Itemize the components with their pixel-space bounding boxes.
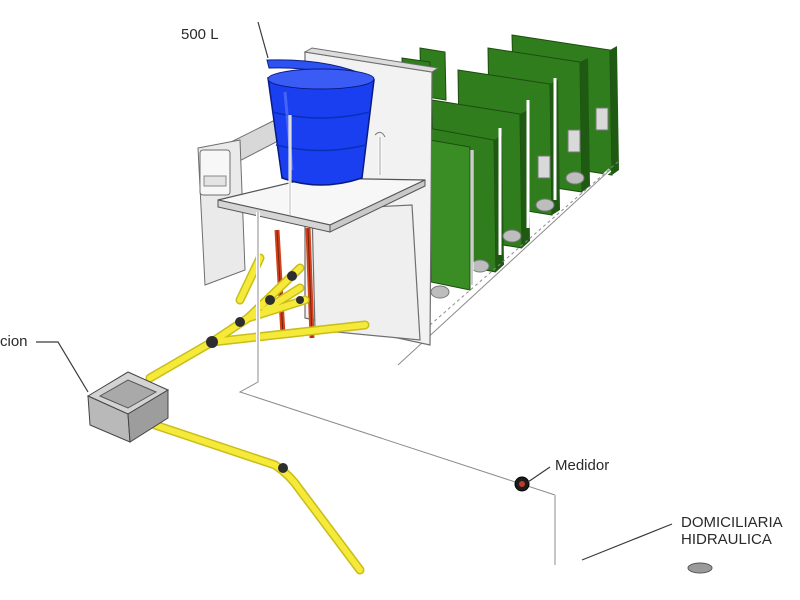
water-supply-line [235,212,713,574]
leader-lines [36,21,673,561]
truncated-left-label: cion [0,333,28,350]
hidraulica-text: HIDRAULICA [681,531,772,549]
yellow-drain-network [145,253,370,575]
tank-capacity-label: 500 L [181,26,219,43]
inspection-box [86,371,170,443]
water-tank [266,59,375,215]
domiciliaria-text: DOMICILIARIA [681,514,783,531]
stall-panel [429,139,471,291]
house-connection-label: DOMICILIARIA HIDRAULICA [681,514,800,549]
meter-label: Medidor [555,457,610,474]
